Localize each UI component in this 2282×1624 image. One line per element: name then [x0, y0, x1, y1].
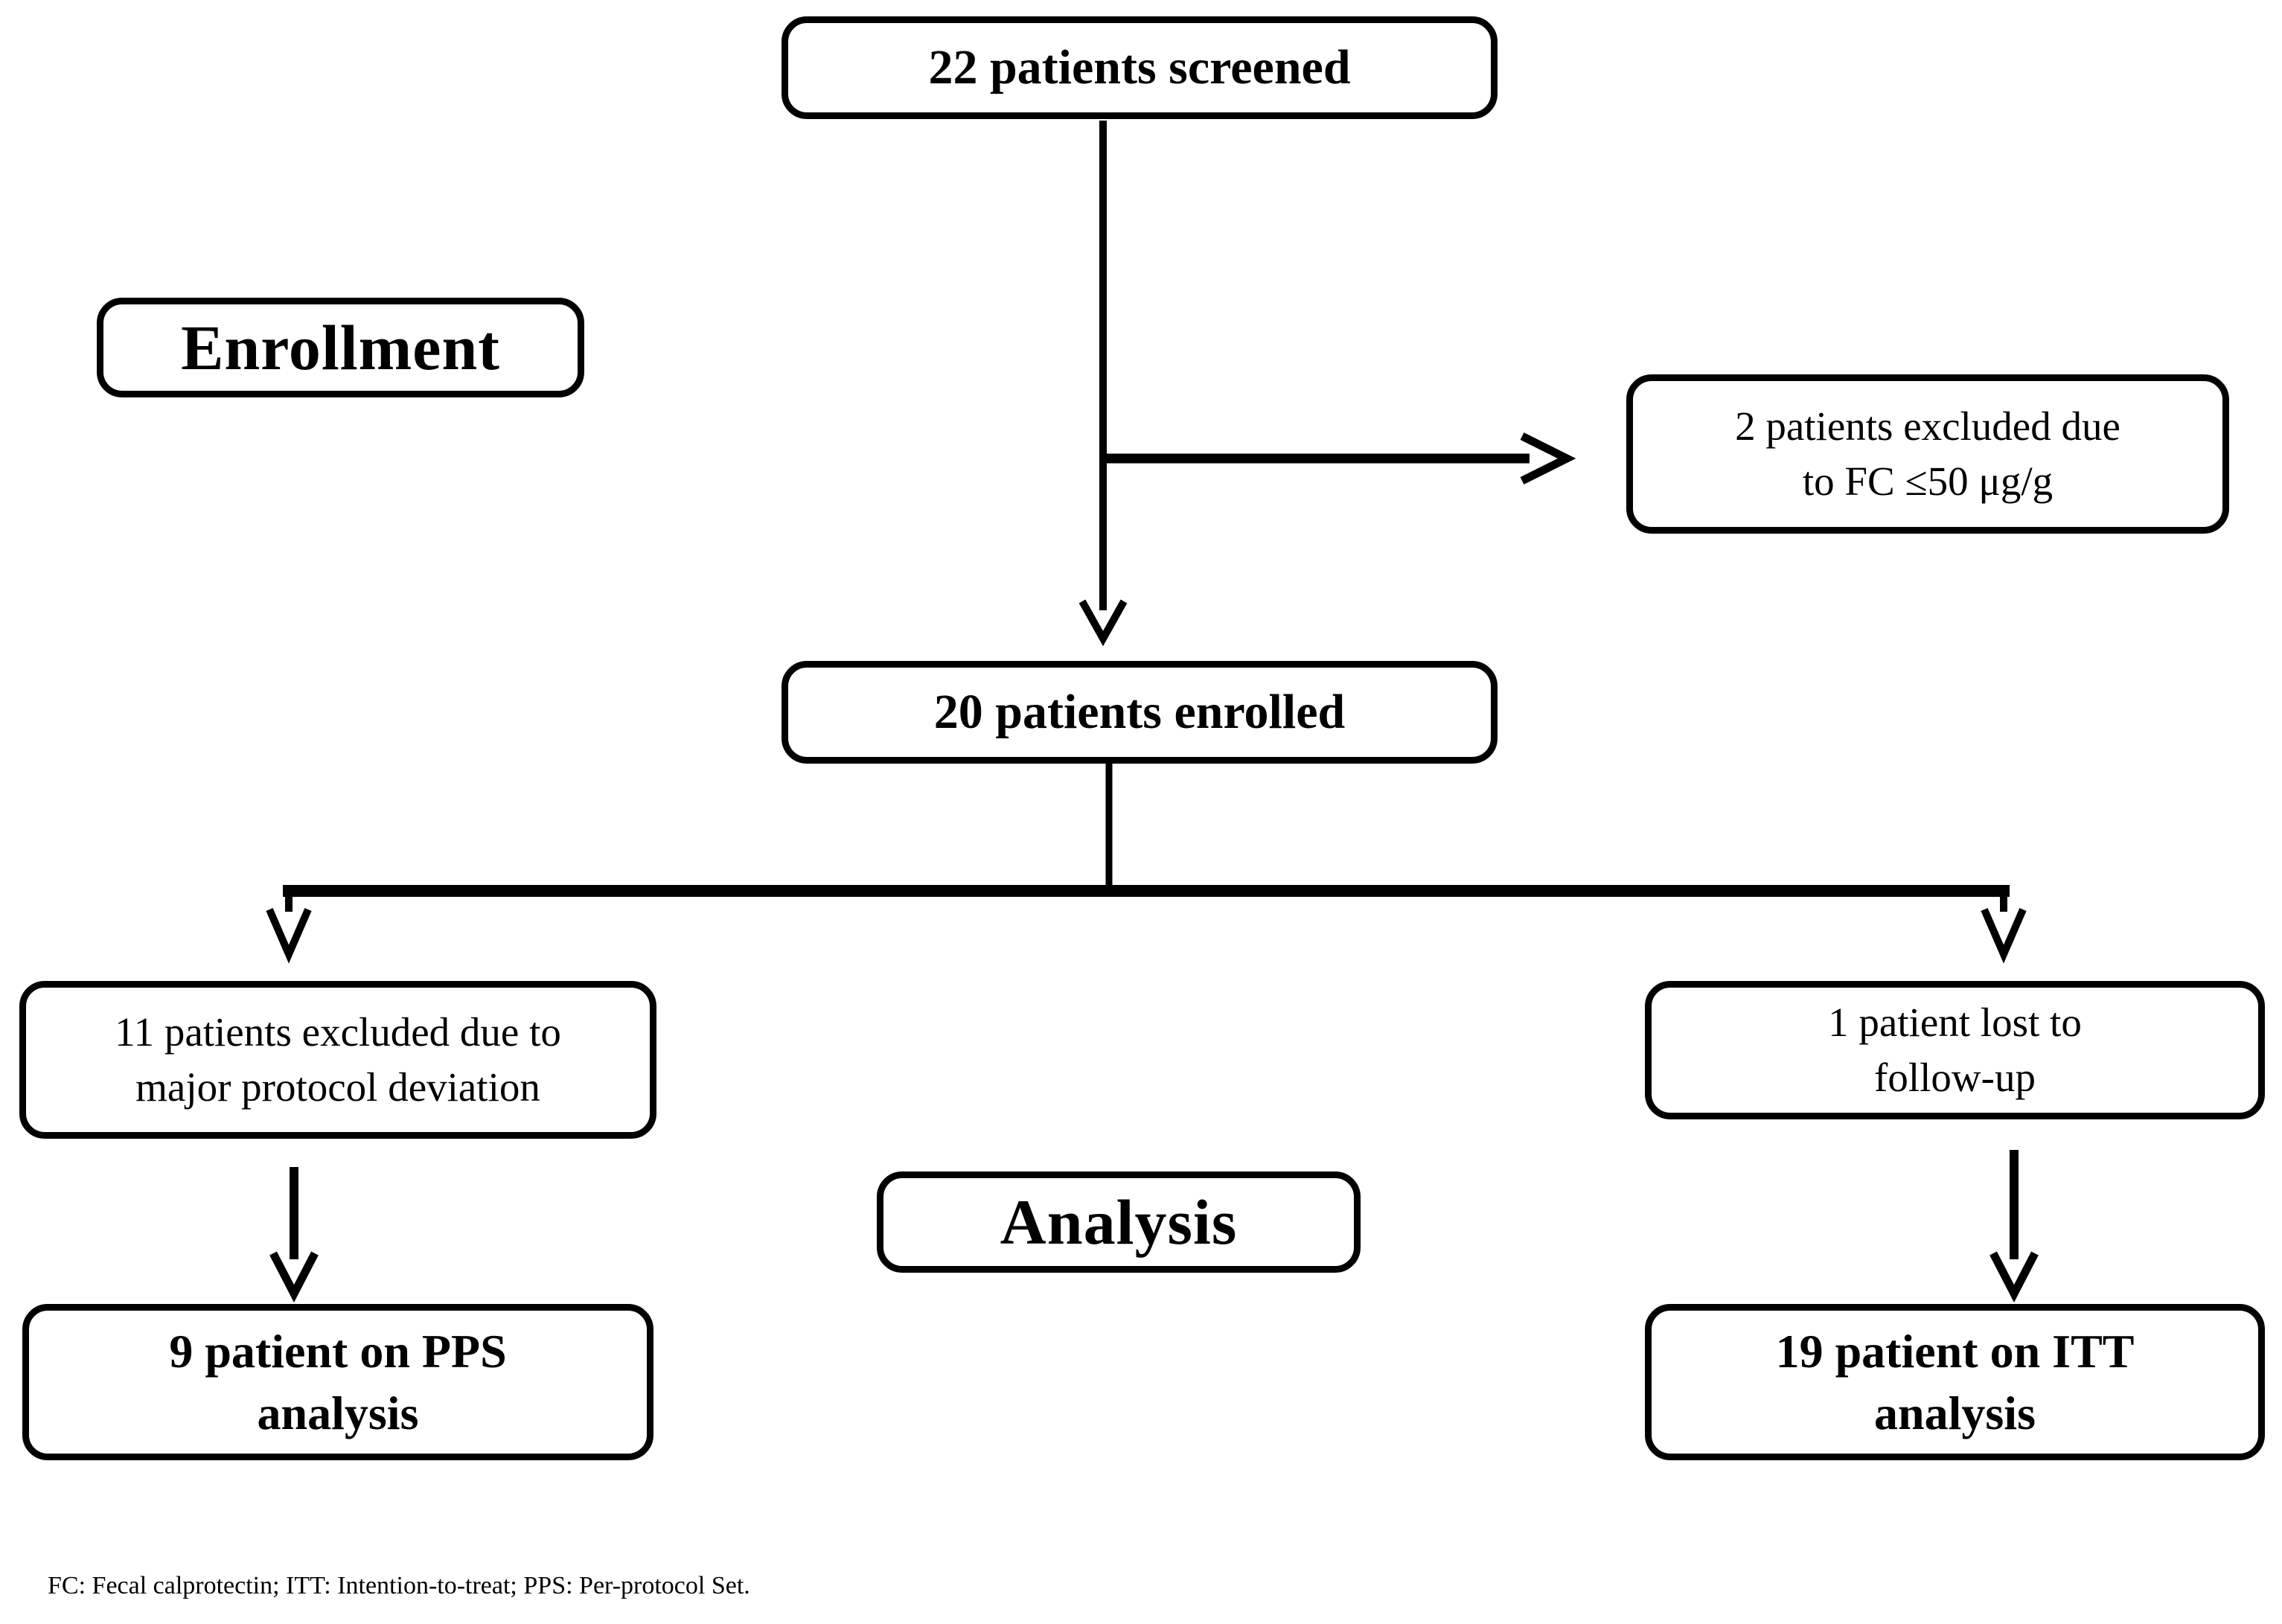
arrowhead-screened-to-excluded-fc — [1520, 432, 1576, 485]
node-itt-analysis: 19 patient on ITT analysis — [1645, 1304, 2265, 1460]
arrowhead-excluded-protocol-to-pps — [269, 1251, 319, 1302]
node-excluded-protocol-line1: 11 patients excluded due to — [115, 1008, 561, 1055]
stage-label-enrollment: Enrollment — [97, 298, 584, 397]
arrowhead-split-to-lost-followup — [1981, 908, 2027, 964]
node-excluded-protocol-line2: major protocol deviation — [135, 1064, 540, 1110]
node-enrolled: 20 patients enrolled — [782, 661, 1498, 764]
node-itt-analysis-line2: analysis — [1874, 1387, 2036, 1439]
node-itt-analysis-line1: 19 patient on ITT — [1775, 1324, 2135, 1378]
node-lost-followup-line2: follow-up — [1874, 1055, 2036, 1100]
node-excluded-fc-line1: 2 patients excluded due — [1735, 403, 2120, 449]
node-enrolled-label: 20 patients enrolled — [933, 685, 1346, 739]
node-screened-label: 22 patients screened — [928, 40, 1351, 95]
footnote-abbreviations: FC: Fecal calprotectin; ITT: Intention-t… — [48, 1572, 750, 1599]
stage-label-analysis: Analysis — [877, 1171, 1361, 1273]
node-lost-followup-line1: 1 patient lost to — [1828, 999, 2082, 1045]
stage-label-analysis-text: Analysis — [1000, 1186, 1238, 1258]
node-excluded-fc-line2: to FC ≤50 μg/g — [1802, 458, 2054, 504]
node-excluded-protocol: 11 patients excluded due to major protoc… — [19, 981, 656, 1139]
stage-label-enrollment-text: Enrollment — [181, 312, 500, 383]
arrowhead-split-to-excluded-protocol — [266, 908, 312, 964]
node-pps-analysis-line2: analysis — [257, 1387, 419, 1439]
node-excluded-fc: 2 patients excluded due to FC ≤50 μg/g — [1626, 374, 2229, 534]
node-pps-analysis-line1: 9 patient on PPS — [169, 1324, 507, 1378]
node-screened: 22 patients screened — [782, 16, 1498, 119]
arrowhead-screened-to-enrolled — [1078, 599, 1128, 647]
node-pps-analysis: 9 patient on PPS analysis — [22, 1304, 653, 1460]
node-lost-followup: 1 patient lost to follow-up — [1645, 981, 2265, 1119]
arrowhead-lost-followup-to-itt — [1989, 1251, 2039, 1302]
